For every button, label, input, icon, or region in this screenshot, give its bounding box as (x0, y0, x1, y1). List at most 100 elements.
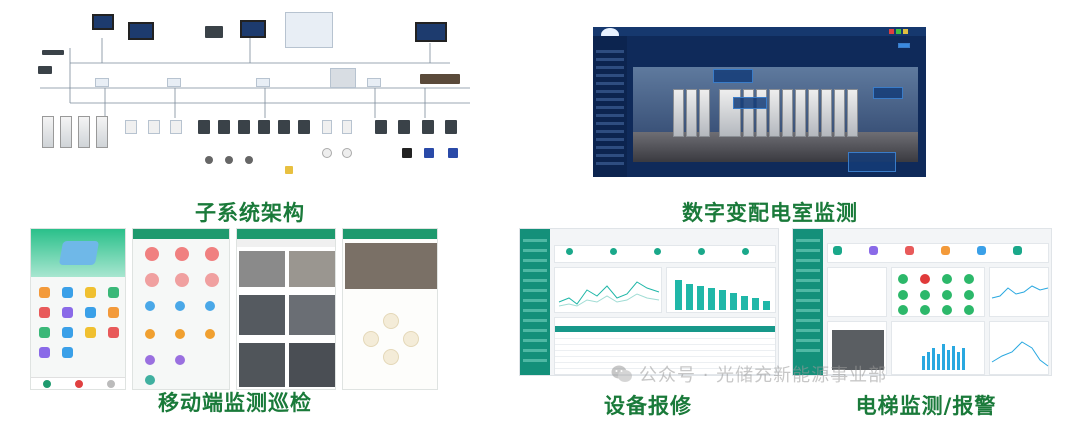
table-row[interactable] (555, 338, 775, 339)
sidebar-item[interactable] (796, 329, 820, 332)
camera-feed[interactable] (289, 343, 335, 387)
function-icon[interactable] (205, 329, 215, 339)
function-icon[interactable] (145, 375, 155, 385)
function-icon[interactable] (205, 273, 219, 287)
sidebar-item[interactable] (796, 339, 820, 342)
sidebar-item[interactable] (523, 289, 547, 292)
sidebar-item[interactable] (596, 114, 624, 117)
sidebar-item[interactable] (523, 299, 547, 302)
sidebar-item[interactable] (596, 130, 624, 133)
home-tab-icon[interactable] (43, 380, 51, 388)
camera-feed-large[interactable] (345, 243, 437, 289)
sidebar-item[interactable] (523, 359, 547, 362)
function-icon[interactable] (145, 355, 155, 365)
profile-tab-icon[interactable] (107, 380, 115, 388)
function-icon[interactable] (175, 247, 189, 261)
function-icon[interactable] (175, 355, 185, 365)
sidebar-item[interactable] (596, 138, 624, 141)
function-icon[interactable] (145, 247, 159, 261)
sidebar-item[interactable] (523, 329, 547, 332)
sidebar-item[interactable] (796, 349, 820, 352)
ptz-left-button[interactable] (363, 331, 379, 347)
app-icon[interactable] (62, 327, 73, 338)
app-icon[interactable] (39, 327, 50, 338)
elevator-status-indicator[interactable] (964, 290, 974, 300)
camera-feed[interactable] (239, 251, 285, 287)
elevator-status-indicator[interactable] (898, 290, 908, 300)
sidebar-item[interactable] (523, 309, 547, 312)
switchgear-panel[interactable] (699, 89, 710, 137)
app-icon[interactable] (39, 307, 50, 318)
elevator-camera-feed[interactable] (832, 330, 884, 370)
ptz-right-button[interactable] (403, 331, 419, 347)
function-icon[interactable] (145, 273, 159, 287)
sidebar-item[interactable] (596, 154, 624, 157)
sidebar-item[interactable] (523, 319, 547, 322)
sidebar-item[interactable] (523, 339, 547, 342)
sidebar-item[interactable] (596, 162, 624, 165)
sidebar-item[interactable] (523, 279, 547, 282)
elevator-status-indicator[interactable] (920, 274, 930, 284)
ptz-down-button[interactable] (383, 349, 399, 365)
elevator-status-indicator[interactable] (920, 305, 930, 315)
function-icon[interactable] (145, 301, 155, 311)
table-row[interactable] (555, 368, 775, 369)
switchgear-panel[interactable] (782, 89, 793, 137)
app-icon[interactable] (39, 287, 50, 298)
table-row[interactable] (555, 356, 775, 357)
switchgear-panel[interactable] (769, 89, 780, 137)
sidebar-item[interactable] (523, 349, 547, 352)
function-icon[interactable] (205, 301, 215, 311)
switchgear-panel[interactable] (686, 89, 697, 137)
sidebar-item[interactable] (523, 249, 547, 252)
sidebar-item[interactable] (596, 98, 624, 101)
sidebar-item[interactable] (796, 289, 820, 292)
switchgear-panel[interactable] (808, 89, 819, 137)
switchgear-panel[interactable] (795, 89, 806, 137)
sidebar-item[interactable] (796, 259, 820, 262)
elevator-status-indicator[interactable] (942, 290, 952, 300)
app-icon[interactable] (62, 287, 73, 298)
switchgear-panel[interactable] (673, 89, 684, 137)
sidebar-item[interactable] (596, 122, 624, 125)
function-icon[interactable] (205, 247, 219, 261)
camera-feed[interactable] (289, 295, 335, 335)
app-icon[interactable] (62, 347, 73, 358)
video-tabs[interactable] (237, 239, 335, 247)
sidebar-item[interactable] (523, 239, 547, 242)
function-icon[interactable] (175, 329, 185, 339)
sidebar-item[interactable] (796, 239, 820, 242)
sidebar-item[interactable] (796, 249, 820, 252)
sidebar-item[interactable] (596, 58, 624, 61)
sidebar-item[interactable] (596, 82, 624, 85)
table-row[interactable] (555, 350, 775, 351)
app-icon[interactable] (108, 327, 119, 338)
switchgear-panel[interactable] (834, 89, 845, 137)
table-row[interactable] (555, 362, 775, 363)
sidebar-item[interactable] (596, 50, 624, 53)
sidebar-item[interactable] (596, 106, 624, 109)
switchgear-panel[interactable] (743, 89, 754, 137)
app-icon[interactable] (85, 327, 96, 338)
sidebar-item[interactable] (523, 269, 547, 272)
camera-feed[interactable] (289, 251, 335, 287)
sidebar-item[interactable] (596, 66, 624, 69)
sidebar-item[interactable] (796, 299, 820, 302)
sidebar-item[interactable] (796, 269, 820, 272)
elevator-status-indicator[interactable] (964, 274, 974, 284)
app-icon[interactable] (62, 307, 73, 318)
app-icon[interactable] (39, 347, 50, 358)
sidebar-item[interactable] (596, 74, 624, 77)
function-icon[interactable] (175, 301, 185, 311)
sidebar-item[interactable] (796, 319, 820, 322)
elevator-status-indicator[interactable] (898, 274, 908, 284)
switchgear-panel[interactable] (821, 89, 832, 137)
camera-feed[interactable] (239, 295, 285, 335)
sidebar-item[interactable] (523, 259, 547, 262)
ptz-up-button[interactable] (383, 313, 399, 329)
function-icon[interactable] (175, 273, 189, 287)
elevator-status-indicator[interactable] (920, 290, 930, 300)
table-row[interactable] (555, 344, 775, 345)
app-icon[interactable] (85, 307, 96, 318)
sidebar-item[interactable] (796, 279, 820, 282)
